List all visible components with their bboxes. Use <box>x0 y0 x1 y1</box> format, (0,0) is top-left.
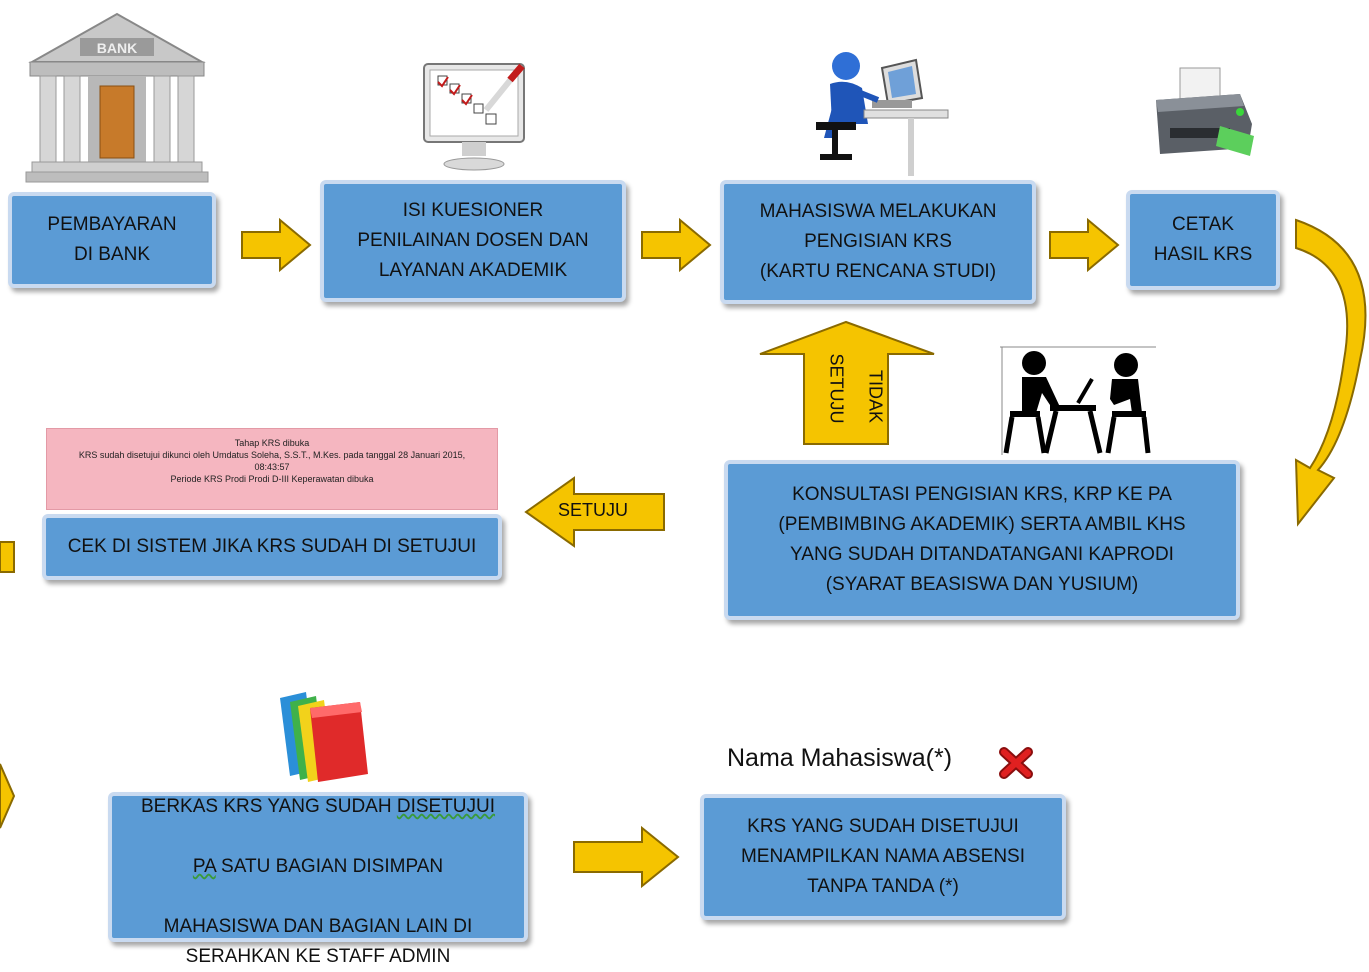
bank-sign: BANK <box>97 40 137 56</box>
arrow-right-3 <box>1049 217 1120 273</box>
system-status-message: Tahap KRS dibuka KRS sudah disetujui dik… <box>46 428 498 510</box>
bank-icon: BANK <box>25 12 209 183</box>
arrow-right-4 <box>573 825 680 889</box>
step-pembayaran-bank: PEMBAYARAN DI BANK <box>8 192 216 288</box>
arrow-left-setuju <box>524 476 665 548</box>
folders-icon <box>280 692 368 782</box>
step-pengisian-krs: MAHASISWA MELAKUKAN PENGISIAN KRS (KARTU… <box>720 180 1036 304</box>
checklist-monitor-icon <box>423 63 525 171</box>
printer-icon <box>1156 67 1254 156</box>
step-berkas-krs: BERKAS KRS YANG SUDAH DISETUJUI PA SATU … <box>108 792 528 967</box>
red-cross-icon <box>999 747 1033 779</box>
arrow-left-edge-1 <box>0 541 15 573</box>
label-setuju-vertical: SETUJU <box>826 353 847 424</box>
arrow-right-2 <box>641 217 712 273</box>
berkas-text: BERKAS KRS YANG SUDAH DISETUJUI PA SATU … <box>140 796 496 967</box>
step-cetak-hasil-krs: CETAK HASIL KRS <box>1126 190 1280 290</box>
step-cek-sistem: CEK DI SISTEM JIKA KRS SUDAH DI SETUJUI <box>42 514 502 580</box>
consultation-icon <box>1000 346 1156 455</box>
arrow-curved-down <box>1294 218 1367 527</box>
label-setuju: SETUJU <box>558 500 629 520</box>
computer-user-icon <box>816 52 949 176</box>
step-krs-tampil: KRS YANG SUDAH DISETUJUI MENAMPILKAN NAM… <box>700 794 1066 920</box>
arrow-left-edge-2 <box>0 763 16 829</box>
berkas-word-disetujui: DISETUJUI <box>396 796 496 817</box>
nama-mahasiswa-label: Nama Mahasiswa(*) <box>727 744 953 772</box>
step-konsultasi: KONSULTASI PENGISIAN KRS, KRP KE PA (PEM… <box>724 460 1240 620</box>
berkas-word-pa: PA <box>192 856 216 877</box>
arrow-up-tidak-setuju <box>759 320 935 445</box>
step-isi-kuesioner: ISI KUESIONER PENILAINAN DOSEN DAN LAYAN… <box>320 180 626 302</box>
label-tidak: TIDAK <box>865 369 886 423</box>
arrow-right-1 <box>241 217 312 273</box>
